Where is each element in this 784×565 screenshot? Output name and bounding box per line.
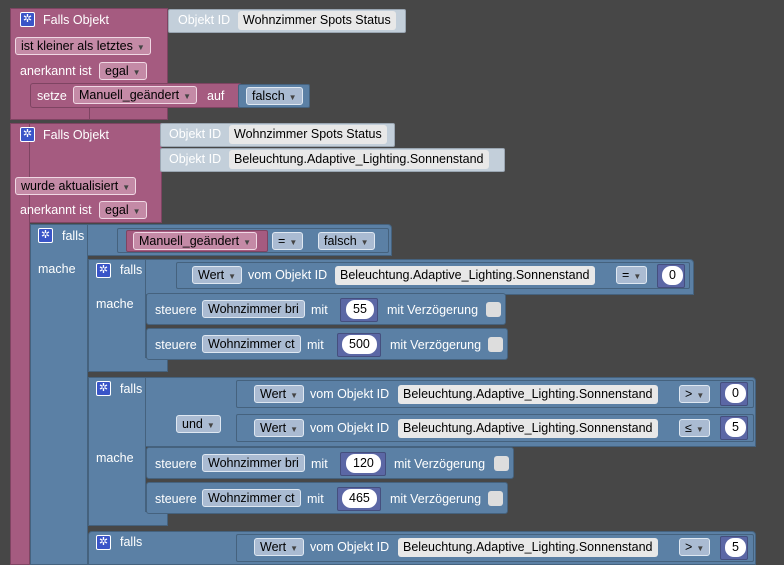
gear-icon[interactable]: ✲ [20, 127, 35, 142]
delay-label: mit Verzögerung [390, 492, 482, 506]
ack-label: anerkannt ist [20, 64, 92, 78]
gear-icon[interactable]: ✲ [96, 381, 111, 396]
if-label: falls [120, 535, 143, 549]
value-dropdown[interactable]: Wert▼ [254, 538, 305, 556]
number-field[interactable]: 0 [725, 384, 746, 403]
number-field[interactable]: 0 [662, 266, 683, 285]
control-target-dropdown[interactable]: Wohnzimmer ct [202, 335, 301, 353]
if-label: falls [62, 229, 85, 243]
if-label: falls [120, 263, 143, 277]
event-title: Falls Objekt [43, 13, 109, 27]
operator-dropdown[interactable]: ≤▼ [679, 419, 710, 437]
operator-dropdown[interactable]: =▼ [272, 232, 304, 250]
gear-icon[interactable]: ✲ [20, 12, 35, 27]
object-id-field[interactable]: Beleuchtung.Adaptive_Lighting.Sonnenstan… [398, 419, 658, 438]
with-label: mit [311, 457, 328, 471]
object-id-field[interactable]: Beleuchtung.Adaptive_Lighting.Sonnenstan… [398, 385, 658, 404]
delay-checkbox[interactable] [494, 456, 509, 471]
if-block-3-spine [88, 377, 146, 521]
number-field[interactable]: 55 [346, 300, 374, 319]
number-field[interactable]: 5 [725, 538, 746, 557]
event-title: Falls Objekt [43, 128, 109, 142]
variable-dropdown[interactable]: Manuell_geändert▼ [133, 232, 257, 250]
number-field[interactable]: 120 [346, 454, 381, 473]
condition-dropdown[interactable]: wurde aktualisiert▼ [15, 177, 137, 195]
do-label: mache [96, 451, 134, 465]
delay-label: mit Verzögerung [387, 303, 479, 317]
ack-label: anerkannt ist [20, 203, 92, 217]
ack-dropdown[interactable]: egal▼ [99, 62, 147, 80]
delay-label: mit Verzögerung [394, 457, 486, 471]
operator-dropdown[interactable]: >▼ [679, 385, 711, 403]
gear-icon[interactable]: ✲ [96, 535, 111, 550]
set-label: setze [37, 89, 67, 103]
from-object-label: vom Objekt ID [248, 268, 328, 282]
control-label: steuere [155, 338, 197, 352]
object-id-field[interactable]: Beleuchtung.Adaptive_Lighting.Sonnenstan… [335, 266, 595, 285]
with-label: mit [307, 492, 324, 506]
delay-checkbox[interactable] [486, 302, 501, 317]
control-label: steuere [155, 457, 197, 471]
bool-dropdown[interactable]: falsch▼ [246, 87, 303, 105]
from-object-label: vom Objekt ID [310, 540, 390, 554]
value-dropdown[interactable]: Wert▼ [254, 385, 305, 403]
do-label: mache [96, 297, 134, 311]
auf-label: auf [207, 89, 225, 103]
delay-checkbox[interactable] [488, 337, 503, 352]
number-field[interactable]: 5 [725, 418, 746, 437]
delay-checkbox[interactable] [488, 491, 503, 506]
object-id-label: Objekt ID [178, 13, 231, 27]
with-label: mit [311, 303, 328, 317]
operator-dropdown[interactable]: =▼ [616, 266, 648, 284]
gear-icon[interactable]: ✲ [96, 263, 111, 278]
control-target-dropdown[interactable]: Wohnzimmer ct [202, 489, 301, 507]
from-object-label: vom Objekt ID [310, 421, 390, 435]
condition-dropdown[interactable]: ist kleiner als letztes▼ [15, 37, 151, 55]
object-id-field[interactable]: Wohnzimmer Spots Status [238, 11, 396, 30]
control-target-dropdown[interactable]: Wohnzimmer bri [202, 300, 305, 318]
object-id-field[interactable]: Beleuchtung.Adaptive_Lighting.Sonnenstan… [229, 150, 489, 169]
logic-dropdown[interactable]: und▼ [176, 415, 221, 433]
number-field[interactable]: 465 [342, 489, 377, 508]
value-dropdown[interactable]: Wert▼ [254, 419, 305, 437]
number-field[interactable]: 500 [342, 335, 377, 354]
if-block-1-spine [30, 224, 88, 565]
control-label: steuere [155, 303, 197, 317]
object-id-label: Objekt ID [169, 152, 222, 166]
ack-dropdown[interactable]: egal▼ [99, 201, 147, 219]
value-dropdown[interactable]: Wert▼ [192, 266, 243, 284]
object-id-field[interactable]: Wohnzimmer Spots Status [229, 125, 387, 144]
if-block-3-bottom [88, 512, 168, 526]
event-block-1-bottom [10, 108, 90, 120]
object-id-label: Objekt ID [169, 127, 222, 141]
if-label: falls [120, 382, 143, 396]
with-label: mit [307, 338, 324, 352]
delay-label: mit Verzögerung [390, 338, 482, 352]
object-id-field[interactable]: Beleuchtung.Adaptive_Lighting.Sonnenstan… [398, 538, 658, 557]
if-block-2-bottom [88, 358, 168, 372]
bool-dropdown[interactable]: falsch▼ [318, 232, 375, 250]
operator-dropdown[interactable]: >▼ [679, 538, 711, 556]
do-label: mache [38, 262, 76, 276]
gear-icon[interactable]: ✲ [38, 228, 53, 243]
set-variable-dropdown[interactable]: Manuell_geändert▼ [73, 86, 197, 104]
control-label: steuere [155, 492, 197, 506]
control-target-dropdown[interactable]: Wohnzimmer bri [202, 454, 305, 472]
from-object-label: vom Objekt ID [310, 387, 390, 401]
